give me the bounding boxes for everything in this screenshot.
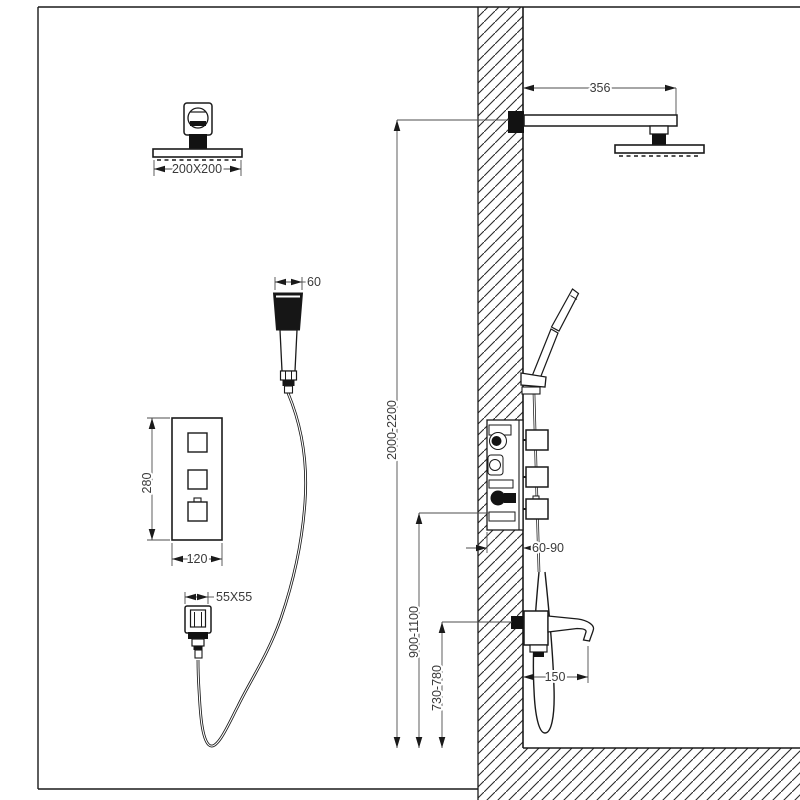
hose-nut xyxy=(279,370,298,381)
valve-trim-button-2 xyxy=(525,466,549,488)
dimension-label: 60 xyxy=(307,275,321,289)
dimension-label: 200X200 xyxy=(172,162,222,176)
mixer-panel-height-dimension: 280 xyxy=(138,417,170,541)
bath-spout xyxy=(511,610,595,657)
drawing-frame xyxy=(37,6,800,790)
dimension-label: 55X55 xyxy=(216,590,252,604)
hand-shower-handle xyxy=(530,328,559,382)
spout-length-dimension: 150 xyxy=(523,646,589,686)
floor-hatch xyxy=(523,748,800,800)
overhead-shower-front-view xyxy=(152,102,243,161)
head-stem xyxy=(189,134,207,150)
wall-section xyxy=(477,7,524,800)
concealed-valve xyxy=(486,419,549,531)
mixer-panel-view xyxy=(171,417,223,541)
dimension-label: 120 xyxy=(187,552,208,566)
dimension-label: 60-90 xyxy=(532,541,564,555)
hand-shower-head xyxy=(550,288,580,332)
wall-outlet-view xyxy=(184,605,212,659)
dimension-label: 150 xyxy=(545,670,566,684)
mixer-button-3 xyxy=(187,501,208,522)
floor-section xyxy=(523,747,800,800)
dimension-label: 900-1100 xyxy=(407,606,421,658)
spout-height-dimension: 730-780 xyxy=(428,621,512,748)
hand-shower-view xyxy=(272,292,304,394)
installation-height-dimension: 2000-2200 xyxy=(383,119,509,748)
shower-holder xyxy=(520,372,547,388)
wall-outlet-size-dimension: 55X55 xyxy=(184,588,254,606)
mixer-panel-width-dimension: 120 xyxy=(171,543,223,568)
spout-body xyxy=(523,610,549,646)
wall-hatch xyxy=(478,7,523,800)
installed-overhead-shower xyxy=(508,111,705,157)
valve-depth-dimension: 60-90 xyxy=(466,532,566,557)
dimension-label: 730-780 xyxy=(430,665,444,711)
overhead-shower-size-dimension: 200X200 xyxy=(153,160,242,178)
arm-wall-mount xyxy=(508,111,524,133)
valve-trim-button-1 xyxy=(525,429,549,451)
spout-wall-mount xyxy=(511,616,524,629)
valve-trim-button-3 xyxy=(525,498,549,520)
mixer-button-2 xyxy=(187,469,208,490)
shower-head-plate xyxy=(152,148,243,158)
hand-shower-handle xyxy=(279,329,298,372)
dimension-label: 356 xyxy=(590,81,611,95)
shower-arm xyxy=(523,114,678,127)
dimension-label: 2000-2200 xyxy=(385,400,399,460)
outlet-nut xyxy=(188,632,208,639)
hand-shower-hose xyxy=(196,392,308,748)
mixer-button-1 xyxy=(187,432,208,453)
hand-shower-width-dimension: 60 xyxy=(274,273,323,291)
shower-head-plate xyxy=(614,144,705,154)
spout-nose xyxy=(547,615,595,642)
dimension-label: 280 xyxy=(140,473,154,494)
hand-shower-head xyxy=(272,292,304,331)
head-stem xyxy=(652,134,666,145)
mixer-height-dimension: 900-1100 xyxy=(405,512,489,748)
